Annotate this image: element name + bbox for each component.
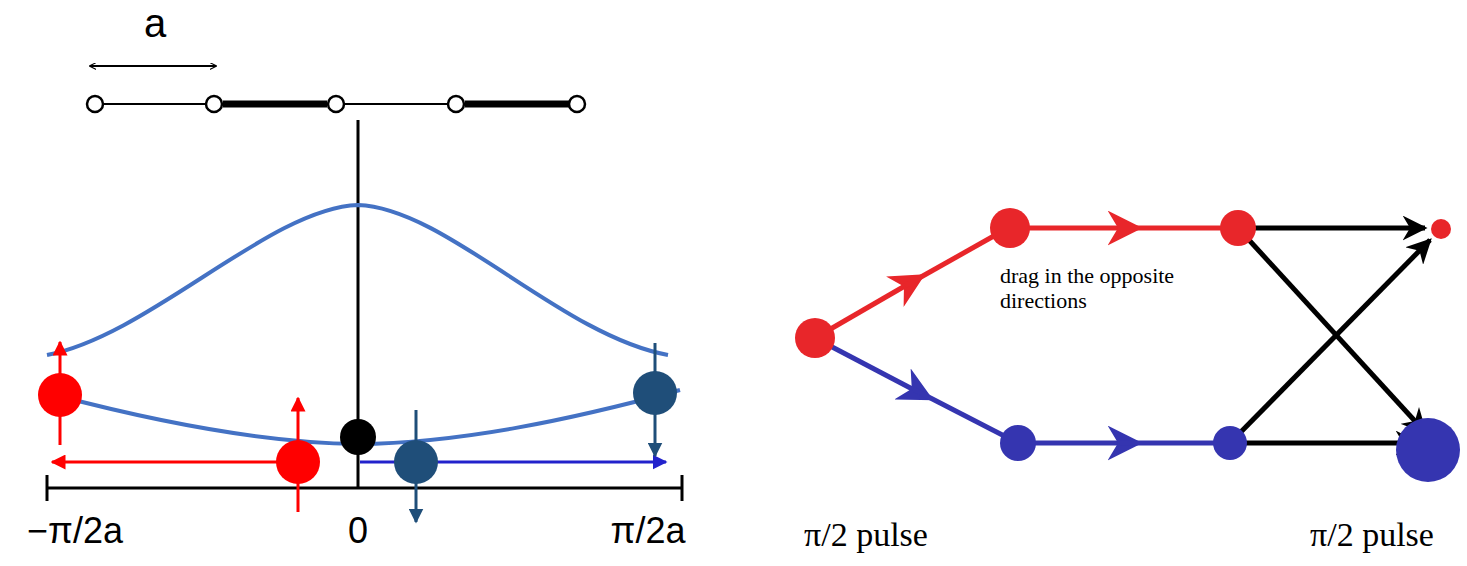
lattice-constant: a [144,0,166,46]
momentum-arrow [52,461,298,464]
pulse-label: π/2 pulse [804,515,928,554]
annotation: drag in the opposite directions [1000,263,1182,314]
axis-tick-label: π/2a [611,510,686,551]
pulse-label: π/2 pulse [1310,515,1434,554]
dimer-chain [87,96,585,112]
momentum-arrow [416,461,666,464]
particles [38,342,677,522]
spacing-arrow [90,65,216,67]
interferometer [795,208,1460,482]
band-plot [47,120,682,501]
axis-tick-label: 0 [348,510,368,551]
axis-tick-label: −π/2a [27,510,123,551]
